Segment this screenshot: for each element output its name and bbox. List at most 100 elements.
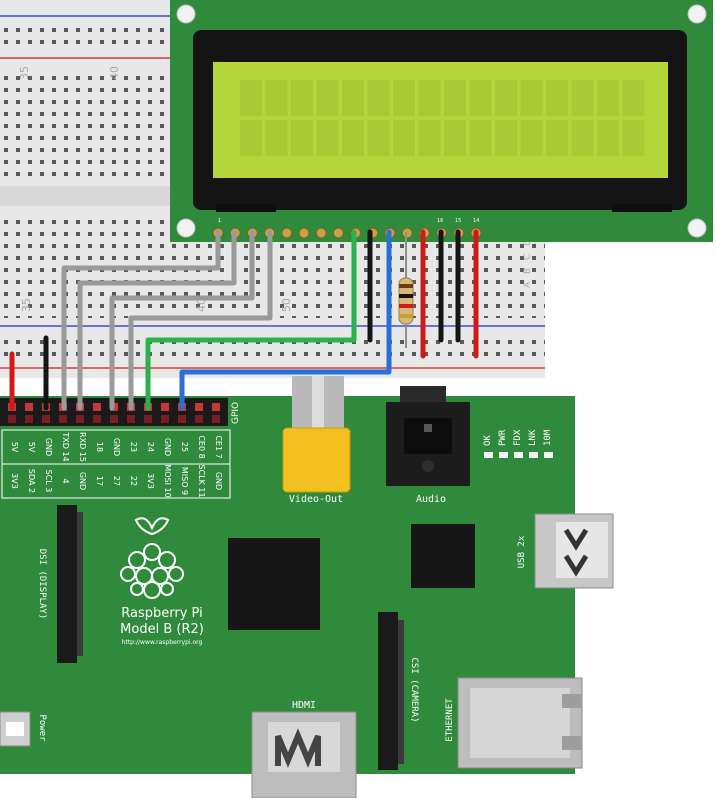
lcd-module: 1 16 15 14 bbox=[170, 0, 713, 242]
lcd-char-cell bbox=[571, 80, 594, 116]
soc-chip bbox=[228, 538, 320, 630]
lcd-char-cell bbox=[418, 120, 441, 156]
raspberry-logo-icon bbox=[120, 517, 184, 599]
gpio-pin bbox=[161, 403, 169, 411]
status-led-label: OK bbox=[483, 435, 493, 446]
status-led-label: PWR bbox=[498, 429, 508, 446]
gpio-pin bbox=[93, 415, 101, 423]
lcd-char-cell bbox=[571, 120, 594, 156]
gpio-top-label: GND bbox=[112, 438, 121, 456]
dsi-connector bbox=[57, 505, 83, 663]
lcd-char-cell bbox=[240, 80, 262, 116]
gpio-pin bbox=[8, 415, 16, 423]
audio-jack bbox=[386, 386, 470, 486]
resistor bbox=[398, 232, 414, 348]
column-number-label: 50 bbox=[280, 298, 293, 312]
gpio-top-label: GND bbox=[163, 438, 172, 456]
lcd-char-cell bbox=[367, 120, 390, 156]
lcd-char-cell bbox=[367, 80, 390, 116]
ethernet-port bbox=[457, 677, 583, 769]
status-led-label: FDX bbox=[513, 429, 523, 446]
lcd-char-cell bbox=[393, 80, 415, 116]
status-led bbox=[484, 452, 493, 458]
status-led bbox=[529, 452, 538, 458]
lcd-char-cell bbox=[444, 120, 466, 156]
lcd-pin bbox=[401, 227, 413, 239]
status-led-label: LNK bbox=[528, 429, 538, 446]
gpio-bottom-label: 4 bbox=[61, 478, 70, 483]
column-number-label: 40 bbox=[108, 66, 121, 80]
wire-gray-d5 bbox=[128, 229, 273, 411]
lcd-char-cell bbox=[622, 80, 645, 116]
lcd-char-cell bbox=[265, 120, 288, 156]
status-led bbox=[544, 452, 553, 458]
lcd-char-cell bbox=[240, 120, 262, 156]
wire-blue bbox=[179, 229, 392, 411]
usb-label: USB 2x bbox=[517, 535, 527, 568]
status-led bbox=[514, 452, 523, 458]
row-letter-label: A bbox=[523, 281, 533, 288]
power-label: Power bbox=[37, 714, 47, 742]
gpio-pin bbox=[195, 415, 203, 423]
gpio-bottom-label: 17 bbox=[95, 476, 104, 486]
gpio-top-label: RXD 15 bbox=[78, 432, 87, 462]
lcd-char-cell bbox=[265, 80, 288, 116]
ethernet-label: ETHERNET bbox=[445, 698, 455, 742]
power-connector bbox=[0, 711, 31, 747]
wire-gray-d4 bbox=[109, 229, 255, 411]
status-led-group: OK PWR FDX LNK 10M bbox=[483, 429, 553, 458]
lcd-char-cell bbox=[316, 120, 339, 156]
board-name-line2: Model B (R2) bbox=[120, 622, 204, 637]
status-led-label: 10M bbox=[543, 429, 553, 446]
lcd-char-cell bbox=[597, 120, 619, 156]
gpio-pin bbox=[195, 403, 203, 411]
gpio-pin bbox=[178, 415, 186, 423]
lcd-char-cell bbox=[291, 120, 313, 156]
lcd-char-cell bbox=[546, 120, 568, 156]
gpio-bottom-label: MISO 9 bbox=[180, 467, 189, 495]
lcd-char-cell bbox=[291, 80, 313, 116]
lan-chip bbox=[411, 524, 475, 588]
csi-label: CSI (CAMERA) bbox=[409, 657, 419, 722]
lcd-char-cell bbox=[622, 120, 645, 156]
lcd-pin bbox=[332, 227, 344, 239]
gpio-bottom-label: 3V3 bbox=[10, 473, 19, 489]
wire-gray-en bbox=[77, 229, 237, 411]
gpio-bottom-label: GND bbox=[78, 472, 87, 490]
status-led bbox=[499, 452, 508, 458]
gpio-top-label: TXD 14 bbox=[61, 431, 70, 461]
row-letter-label: C bbox=[523, 254, 533, 260]
lcd-character-grid bbox=[240, 80, 645, 156]
gpio-top-label: GND bbox=[44, 438, 53, 456]
gpio-bottom-label: SDA 2 bbox=[27, 469, 36, 493]
lcd-char-cell bbox=[393, 120, 415, 156]
gpio-bottom-label: GND bbox=[214, 472, 223, 490]
dsi-label: DSI (DISPLAY) bbox=[37, 549, 47, 619]
gpio-top-label: CE0 8 bbox=[197, 435, 206, 458]
lcd-pin bbox=[298, 227, 310, 239]
lcd-char-cell bbox=[495, 120, 517, 156]
lcd-char-cell bbox=[316, 80, 339, 116]
video-out-label: Video-Out bbox=[289, 494, 343, 505]
audio-label: Audio bbox=[416, 494, 446, 505]
gpio-pin bbox=[25, 403, 33, 411]
gpio-top-label: 5V bbox=[27, 442, 36, 453]
csi-connector bbox=[378, 612, 404, 770]
gpio-top-label: CE1 7 bbox=[214, 435, 223, 458]
lcd-char-cell bbox=[444, 80, 466, 116]
lcd-char-cell bbox=[520, 120, 543, 156]
lcd-char-cell bbox=[418, 80, 441, 116]
gpio-pin bbox=[161, 415, 169, 423]
gpio-pin bbox=[25, 415, 33, 423]
gpio-bottom-label: SCLK 11 bbox=[197, 464, 206, 497]
gpio-pin bbox=[212, 403, 220, 411]
wire-green bbox=[145, 229, 357, 411]
gpio-pin bbox=[76, 415, 84, 423]
lcd-char-cell bbox=[342, 120, 364, 156]
lcd-pin-mark: 15 bbox=[455, 218, 461, 224]
hdmi-label: HDMI bbox=[292, 700, 316, 711]
gpio-top-label: 5V bbox=[10, 442, 19, 453]
lcd-char-cell bbox=[597, 80, 619, 116]
lcd-char-cell bbox=[520, 80, 543, 116]
